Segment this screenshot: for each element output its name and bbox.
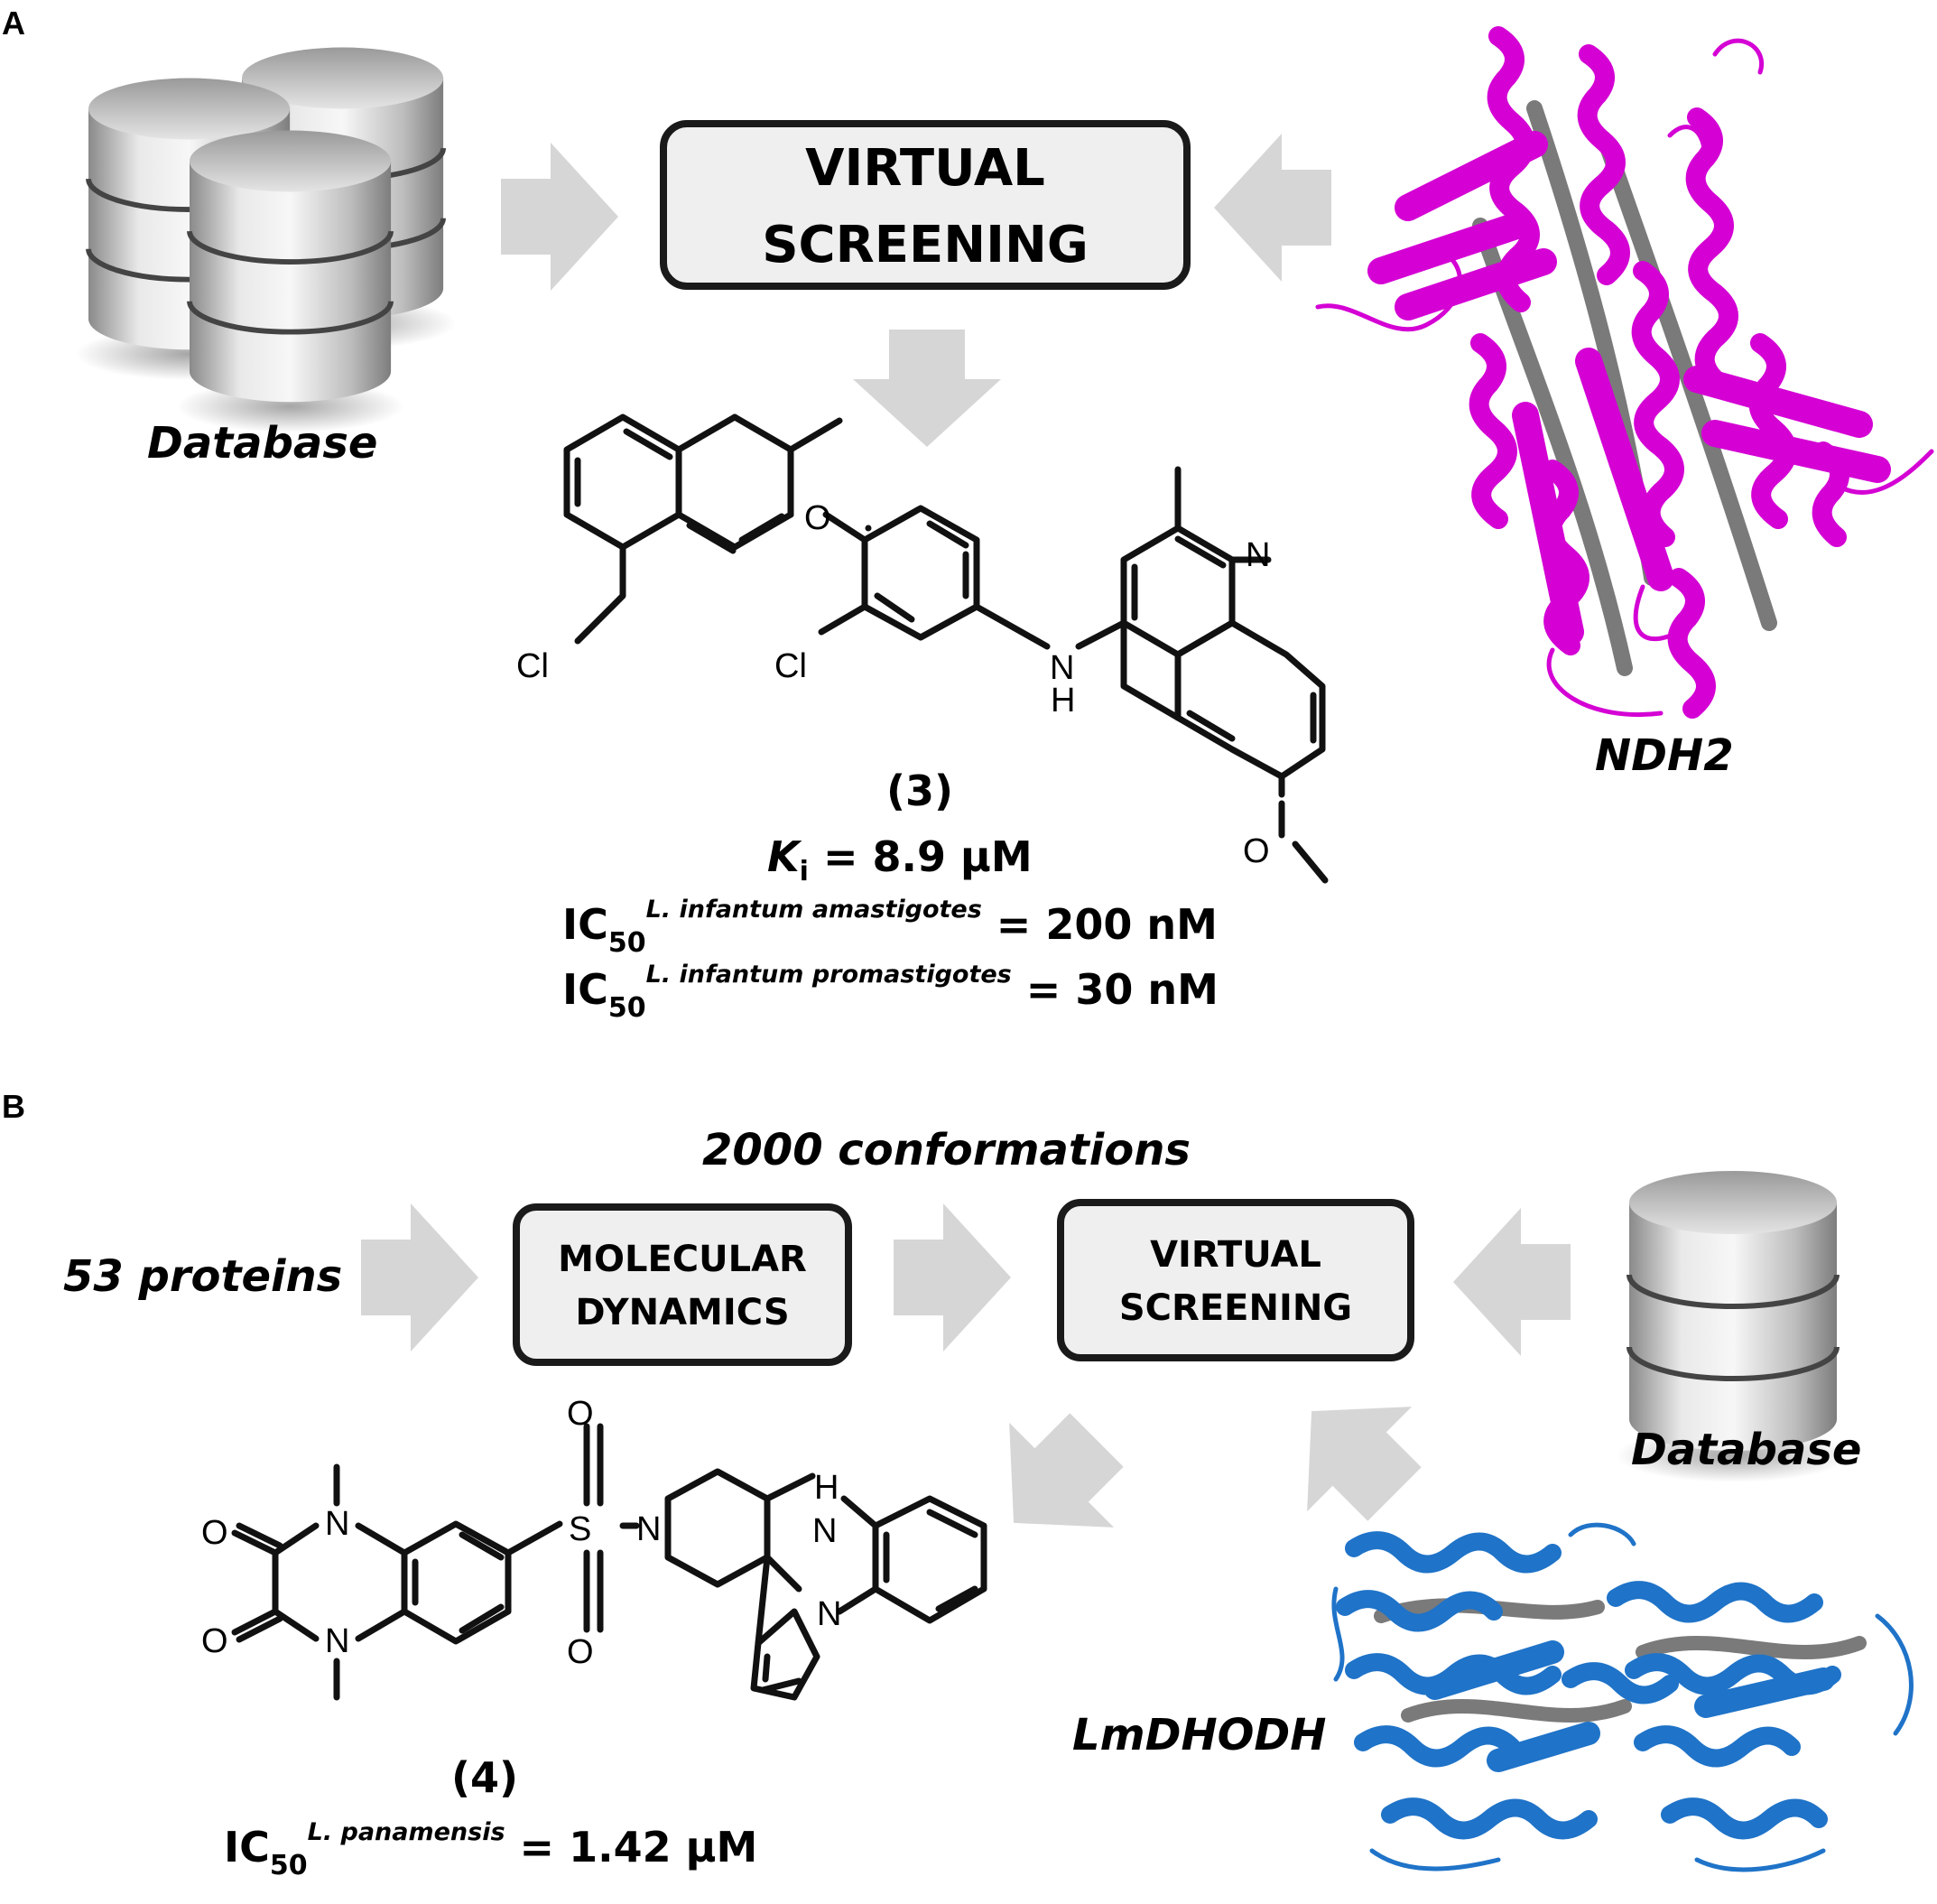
compound-3-structure [563, 413, 1329, 884]
compound-3-ki: Ki = 8.9 µM [767, 832, 1033, 887]
compound-3-ic50-amastigotes: IC50L. infantum amastigotes = 200 nM [562, 896, 1218, 959]
database-b-label: Database [1631, 1425, 1861, 1475]
virtual-screening-b-line1: VIRTUAL [1150, 1234, 1321, 1276]
molecular-dynamics-line1: MOLECULAR [558, 1239, 807, 1280]
compound-3-id: (3) [886, 766, 953, 815]
atom-s: S [569, 1510, 591, 1548]
atom-nh-n-b: N [812, 1512, 837, 1550]
ndh2-label: NDH2 [1595, 730, 1734, 781]
conformations-label: 2000 conformations [702, 1125, 1191, 1175]
lmdhodh-label: LmDHODH [1072, 1710, 1326, 1760]
arrow-right-icon-b2 [894, 1203, 1011, 1351]
arrow-left-icon [1214, 134, 1331, 282]
arrow-right-icon [501, 143, 618, 291]
atom-so1: O [567, 1395, 594, 1433]
virtual-screening-b-line2: SCREENING [1119, 1287, 1352, 1329]
atom-o: O [804, 499, 831, 537]
compound-4-atoms: O O N N S O O N N H N [201, 1395, 841, 1671]
database-icon [75, 48, 456, 433]
compound-4-ic50: IC50L. panamensis = 1.42 µM [224, 1818, 757, 1881]
virtual-screening-box-b [1057, 1199, 1414, 1361]
molecular-dynamics-line2: DYNAMICS [575, 1292, 789, 1333]
atom-ome-o: O [1243, 832, 1270, 870]
arrow-left-icon-b [1453, 1208, 1571, 1356]
atom-npyr: N [817, 1595, 841, 1633]
compound-3-atoms: O N N H Cl Cl O [516, 499, 1270, 870]
arrow-down-left-icon [961, 1388, 1149, 1575]
ndh2-protein-icon [1315, 26, 1934, 719]
virtual-screening-line2: SCREENING [762, 216, 1089, 274]
panel-b-letter: B [2, 1088, 25, 1125]
atom-npip: N [636, 1510, 661, 1548]
database-label: Database [147, 418, 377, 469]
atom-o2: O [201, 1622, 228, 1660]
panel-a-letter: A [2, 5, 25, 42]
atom-n2: N [325, 1622, 349, 1660]
compound-4-structure [231, 1423, 987, 1701]
atom-so2: O [567, 1633, 594, 1671]
proteins-label: 53 proteins [63, 1251, 342, 1302]
atom-nh-n: N [1050, 649, 1074, 687]
compound-3-ic50-promastigotes: IC50L. infantum promastigotes = 30 nM [562, 961, 1219, 1024]
atom-n1: N [325, 1505, 349, 1543]
atom-o1: O [201, 1514, 228, 1552]
virtual-screening-line1: VIRTUAL [805, 139, 1045, 198]
lmdhodh-protein-icon [1331, 1522, 1914, 1872]
arrow-down-icon [853, 330, 1001, 447]
molecular-dynamics-box [513, 1203, 852, 1366]
atom-n: N [1246, 536, 1270, 574]
atom-cl-1: Cl [516, 647, 549, 685]
arrow-right-icon-b1 [361, 1203, 478, 1351]
atom-nh-h: H [1051, 682, 1075, 720]
atom-nh-h-b: H [814, 1469, 839, 1507]
atom-cl-2: Cl [774, 647, 807, 685]
compound-4-id: (4) [451, 1753, 518, 1802]
arrow-up-left-icon [1259, 1359, 1447, 1546]
virtual-screening-box [660, 120, 1191, 290]
